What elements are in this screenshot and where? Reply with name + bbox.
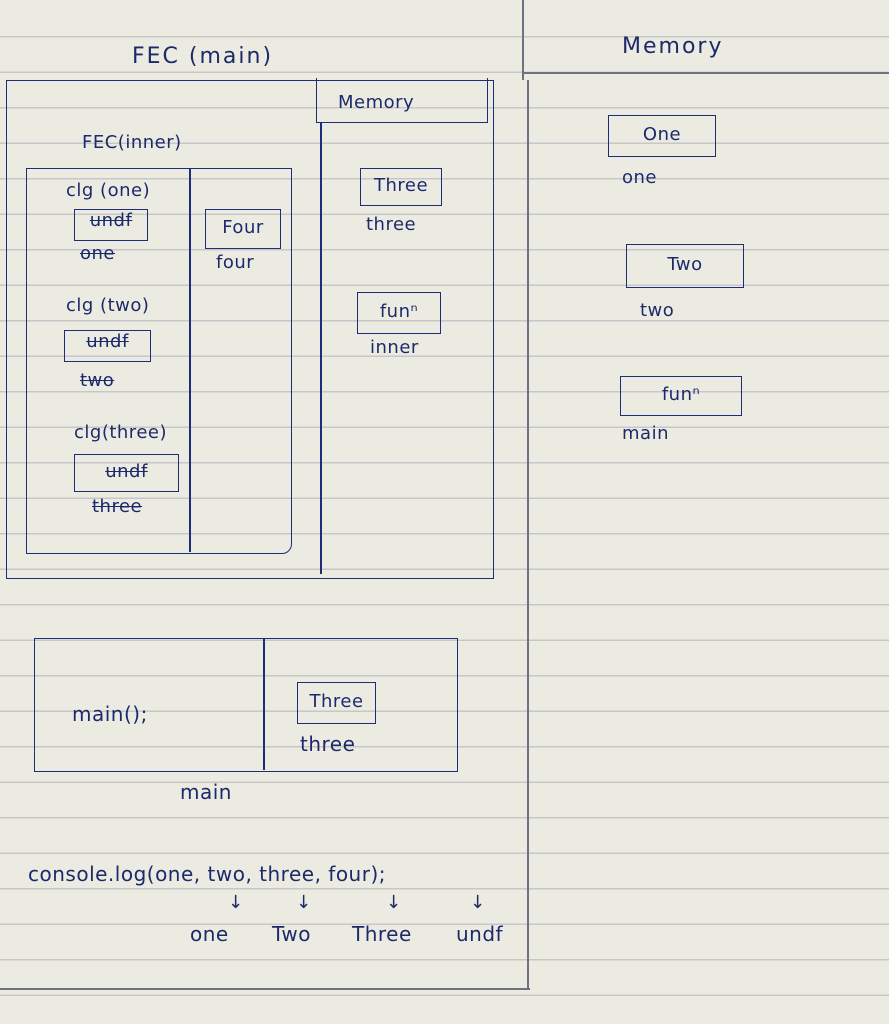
main-call-three-value: Three — [309, 691, 364, 712]
global-two-value: Two — [667, 254, 703, 275]
console-output-2: Two — [272, 922, 311, 946]
fec-inner-divider — [189, 168, 191, 552]
inner-clg-three: clg(three) — [74, 422, 167, 443]
fec-main-memory-divider — [320, 122, 322, 574]
inner-undf-one-box: undf — [74, 209, 148, 241]
global-fun-box: funⁿ — [620, 376, 742, 416]
fec-main-title: FEC (main) — [132, 44, 274, 69]
inner-memory-four-box: Four — [205, 209, 281, 249]
fec-inner-box — [26, 168, 292, 554]
fec-main-memory-header — [316, 78, 488, 123]
main-memory-three-var: three — [366, 214, 417, 235]
memory-header-line — [524, 72, 889, 74]
main-call-code: main(); — [72, 702, 148, 726]
main-memory-three-value: Three — [373, 175, 429, 196]
inner-undf-two: undf — [86, 331, 129, 352]
inner-undf-two-box: undf — [64, 330, 151, 362]
inner-undf-three: undf — [105, 461, 148, 482]
global-fun-var: main — [622, 423, 669, 444]
global-one-box: One — [608, 115, 716, 157]
console-log-code: console.log(one, two, three, four); — [28, 862, 386, 886]
main-call-box — [34, 638, 458, 772]
inner-clg-two: clg (two) — [66, 295, 150, 316]
inner-undf-one: undf — [89, 210, 133, 231]
main-call-three-var: three — [300, 732, 356, 756]
console-arrow-2: ↓ — [296, 892, 312, 913]
main-memory-three-box: Three — [360, 168, 442, 206]
inner-clg-one: clg (one) — [66, 180, 151, 201]
inner-var-three: three — [92, 496, 143, 517]
global-two-var: two — [640, 300, 675, 321]
global-two-box: Two — [626, 244, 744, 288]
console-output-3: Three — [352, 922, 412, 946]
global-one-value: One — [642, 124, 682, 145]
main-memory-fun-var: inner — [370, 337, 419, 358]
global-one-var: one — [622, 167, 657, 188]
page-divider — [527, 80, 529, 990]
fec-inner-title: FEC(inner) — [82, 132, 182, 153]
inner-memory-four-value: Four — [222, 217, 264, 238]
main-memory-fun-value: funⁿ — [379, 301, 419, 322]
console-arrow-4: ↓ — [470, 892, 486, 913]
main-call-label: main — [180, 780, 232, 804]
fec-main-box — [6, 80, 494, 579]
main-call-divider — [263, 638, 265, 770]
global-memory-title: Memory — [622, 34, 724, 59]
inner-memory-four-var: four — [216, 252, 255, 273]
fec-main-memory-label: Memory — [338, 92, 415, 113]
console-arrow-3: ↓ — [386, 892, 402, 913]
inner-undf-three-box: undf — [74, 454, 179, 492]
console-arrow-1: ↓ — [228, 892, 244, 913]
global-fun-value: funⁿ — [661, 384, 701, 405]
bottom-rule — [0, 988, 530, 990]
inner-var-one: one — [80, 243, 115, 264]
console-output-1: one — [190, 922, 229, 946]
console-output-4: undf — [456, 922, 504, 946]
page-divider-top — [522, 0, 524, 80]
inner-var-two: two — [80, 370, 115, 391]
main-memory-fun-box: funⁿ — [357, 292, 441, 334]
main-call-three-box: Three — [297, 682, 376, 724]
